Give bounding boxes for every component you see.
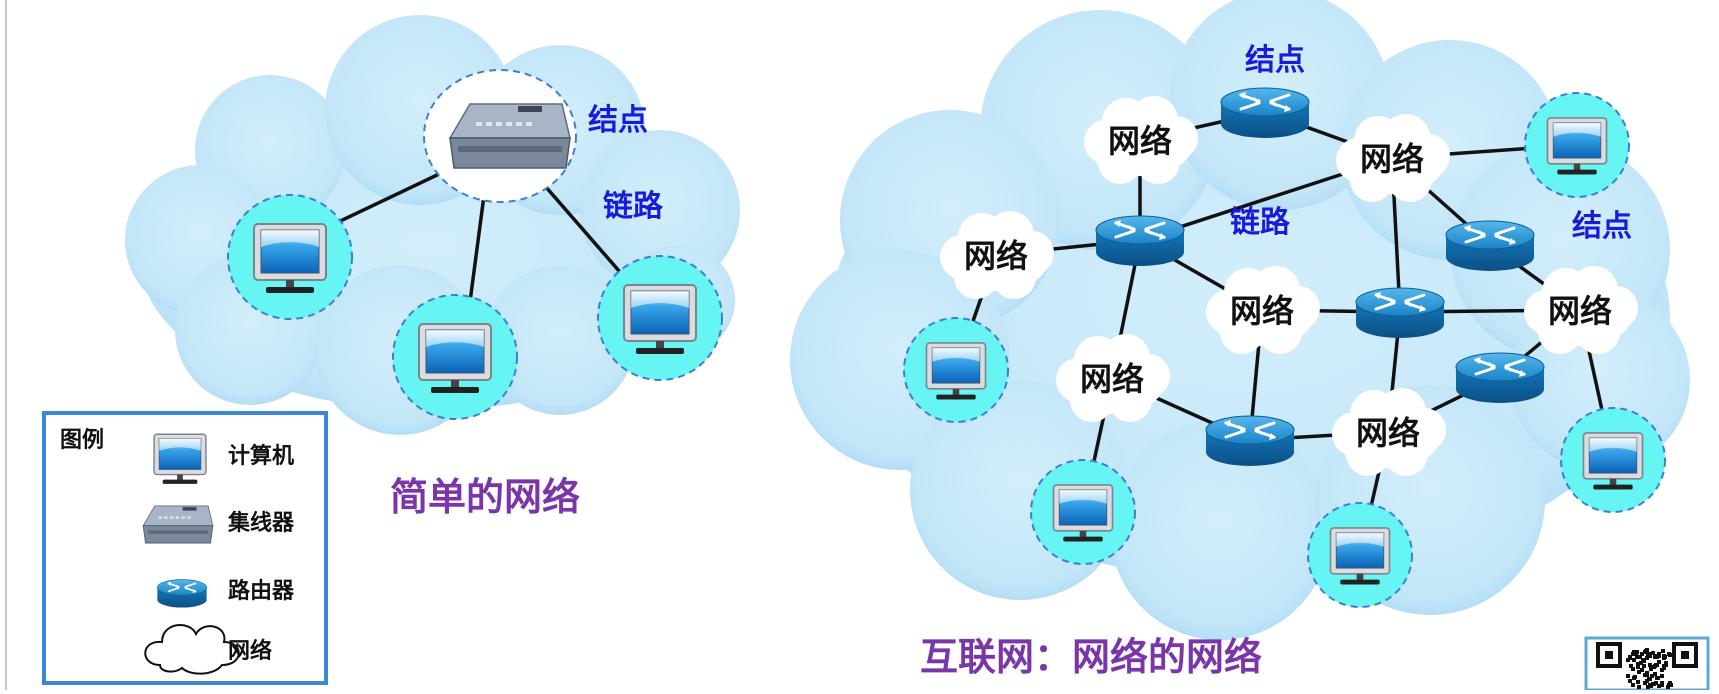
node-label-top: 结点 [1245, 43, 1305, 78]
network-cloud: 网络 [1084, 96, 1198, 184]
network-cloud: 网络 [940, 211, 1054, 299]
network-cloud: 网络 [1332, 388, 1446, 476]
qr-code-icon [1584, 636, 1710, 692]
network-label: 网络 [1360, 140, 1424, 178]
hub-icon [142, 505, 214, 544]
computer-node [1307, 502, 1413, 608]
network-cloud: 网络 [1336, 114, 1450, 202]
internet-title: 互联网：网络的网络 [920, 635, 1262, 679]
router-node [1204, 414, 1296, 468]
hub-node [423, 69, 577, 203]
network-cloud: 网络 [1056, 334, 1170, 422]
link-label: 链路 [1230, 205, 1291, 240]
network-label: 网络 [1230, 292, 1294, 330]
legend-item-computer: 计算机 [228, 443, 294, 469]
computer-node [227, 194, 353, 320]
legend-item-router: 路由器 [228, 578, 295, 604]
network-label: 网络 [1108, 122, 1172, 160]
computer-node [1560, 407, 1666, 513]
computer-node [1524, 92, 1630, 198]
internet-cloud [790, 0, 1690, 640]
legend: 图例 计算机 集线器 路由器 网络 [42, 411, 328, 685]
network-label: 网络 [1080, 360, 1144, 398]
legend-item-network: 网络 [228, 638, 272, 664]
node-label-right: 结点 [1572, 209, 1632, 244]
network-label: 网络 [1548, 292, 1612, 330]
router-node [1094, 214, 1186, 268]
network-cloud: 网络 [1206, 266, 1320, 354]
simple-network-title: 简单的网络 [390, 475, 580, 519]
legend-item-hub: 集线器 [227, 510, 295, 536]
computer-node [597, 255, 723, 381]
network-cloud: 网络 [1524, 266, 1638, 354]
node-label: 结点 [588, 103, 648, 138]
computer-node [1030, 459, 1136, 565]
network-cloud-icon [144, 624, 240, 675]
network-label: 网络 [964, 237, 1028, 275]
computer-node [392, 294, 518, 420]
legend-heading: 图例 [60, 428, 104, 453]
router-node [1219, 86, 1311, 140]
router-icon [156, 578, 208, 609]
computer-node [903, 317, 1009, 423]
network-label: 网络 [1356, 414, 1420, 452]
router-node [1454, 351, 1546, 405]
router-node [1444, 219, 1536, 273]
router-node [1354, 286, 1446, 340]
link-label: 链路 [603, 189, 664, 224]
